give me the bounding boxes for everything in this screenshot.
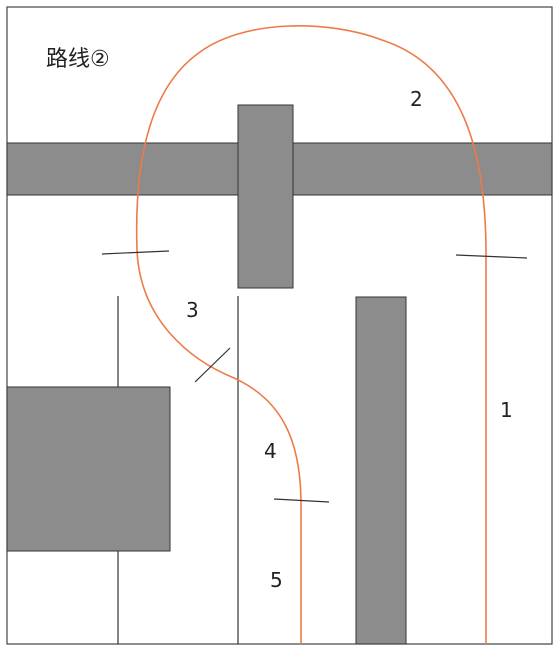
segment-tick-2-3 bbox=[101, 250, 170, 255]
segment-tick-1-2 bbox=[455, 254, 528, 259]
vertical-center-block bbox=[237, 104, 294, 289]
route-path bbox=[135, 25, 487, 644]
segment-label-1: 1 bbox=[500, 398, 513, 422]
segment-tick-4-5 bbox=[273, 498, 330, 503]
left-square-block bbox=[6, 386, 171, 552]
right-vertical-block bbox=[355, 296, 407, 645]
segment-label-3: 3 bbox=[186, 298, 199, 322]
segment-label-2: 2 bbox=[410, 87, 423, 111]
segment-label-5: 5 bbox=[270, 568, 283, 592]
segment-tick-3-4 bbox=[194, 347, 231, 383]
segment-label-4: 4 bbox=[264, 439, 277, 463]
route-title: 路线② bbox=[46, 47, 110, 72]
